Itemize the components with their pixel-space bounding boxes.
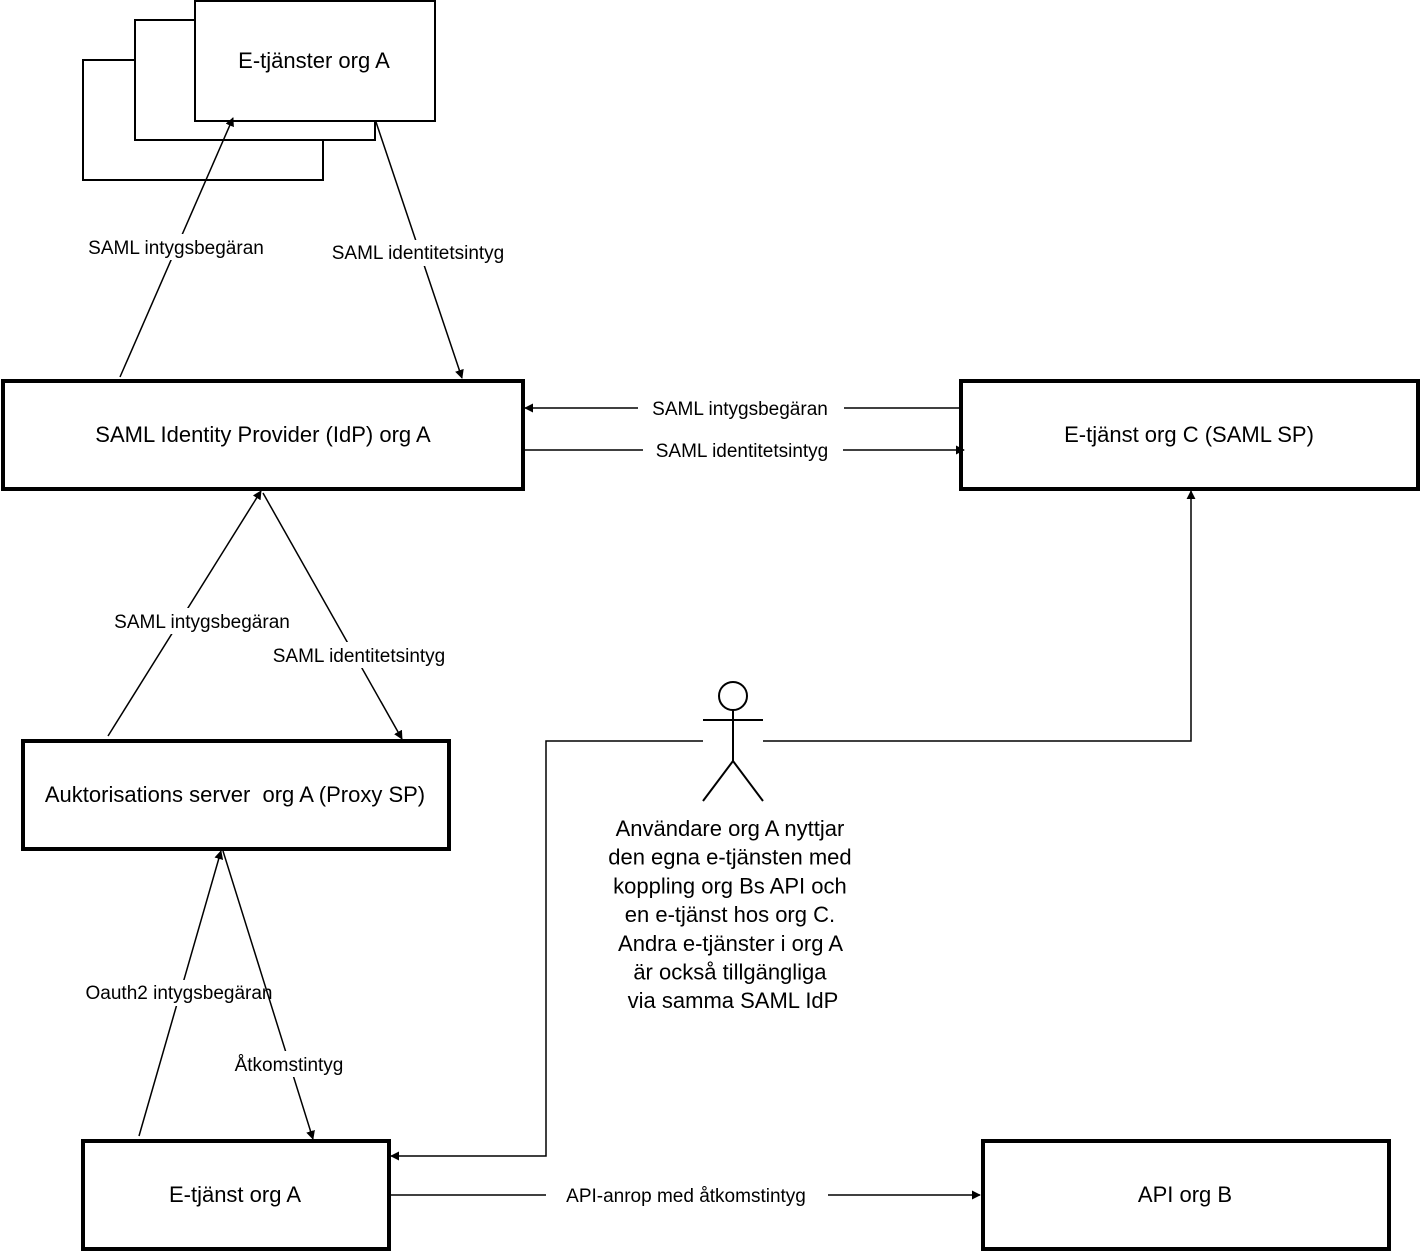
actor-caption: Användare org A nyttjar den egna e-tjäns… [608,816,858,1013]
etjanster-org-a-stack: E-tjänster org A [82,0,436,181]
actor-caption-line: via samma SAML IdP [628,988,839,1013]
actor-caption-line: är också tillgängliga [633,960,827,985]
actor-caption-line: Användare org A nyttjar [616,816,845,841]
etjanst-org-c-box [959,379,1420,491]
saml-idp-node: SAML Identity Provider (IdP) org A [1,379,525,491]
user-actor-icon [702,681,764,802]
etjanst-org-c-node: E-tjänst org C (SAML SP) [959,379,1420,491]
api-org-b-node: API org B [981,1139,1391,1251]
edge-label-auth-to-idp-request: SAML intygsbegäran [114,612,290,633]
etjanst-org-a-node: E-tjänst org A [81,1139,391,1251]
saml-idp-box [1,379,525,491]
edge-label-idp-to-orgc-assertion: SAML identitetsintyg [656,441,829,462]
edge-label-etjanst-to-auth-request: Oauth2 intygsbegäran [86,983,273,1004]
actor-caption-line: den egna e-tjänsten med [608,845,851,870]
api-org-b-box [981,1139,1391,1251]
edge-actor-to-etjanst-org-a [390,740,703,1161]
auth-server-label: Auktorisations server org A (Proxy SP) [45,782,425,807]
edge-label-etjanster-to-idp-assertion: SAML identitetsintyg [332,243,505,264]
actor-caption-line: koppling org Bs API och [613,873,847,898]
edge-label-idp-to-etjanster-request: SAML intygsbegäran [88,238,264,259]
api-org-b-label: API org B [1138,1182,1232,1207]
edge-label-etjanst-to-api-call: API-anrop med åtkomstintyg [566,1186,806,1207]
edge-auth-to-etjanst-token [222,850,315,1140]
etjanst-org-a-box [81,1139,391,1251]
etjanster-org-a-box [194,0,436,122]
saml-idp-label: SAML Identity Provider (IdP) org A [95,422,431,447]
edge-label-idp-to-auth-assertion: SAML identitetsintyg [273,646,446,667]
etjanst-org-c-label: E-tjänst org C (SAML SP) [1064,422,1314,447]
etjanster-org-a-label: E-tjänster org A [238,48,390,73]
edge-label-orgc-to-idp-request: SAML intygsbegäran [652,399,828,420]
auth-server-box [21,739,451,851]
edge-label-auth-to-etjanst-token: Åtkomstintyg [235,1055,344,1076]
actor-caption-line: en e-tjänst hos org C. [625,902,835,927]
etjanst-org-a-label: E-tjänst org A [169,1182,301,1207]
auth-server-node: Auktorisations server org A (Proxy SP) [21,739,451,851]
edge-actor-to-etjanst-org-c [763,490,1196,742]
actor-caption-line: Andra e-tjänster i org A [618,931,843,956]
edge-idp-to-auth-assertion [262,492,403,740]
